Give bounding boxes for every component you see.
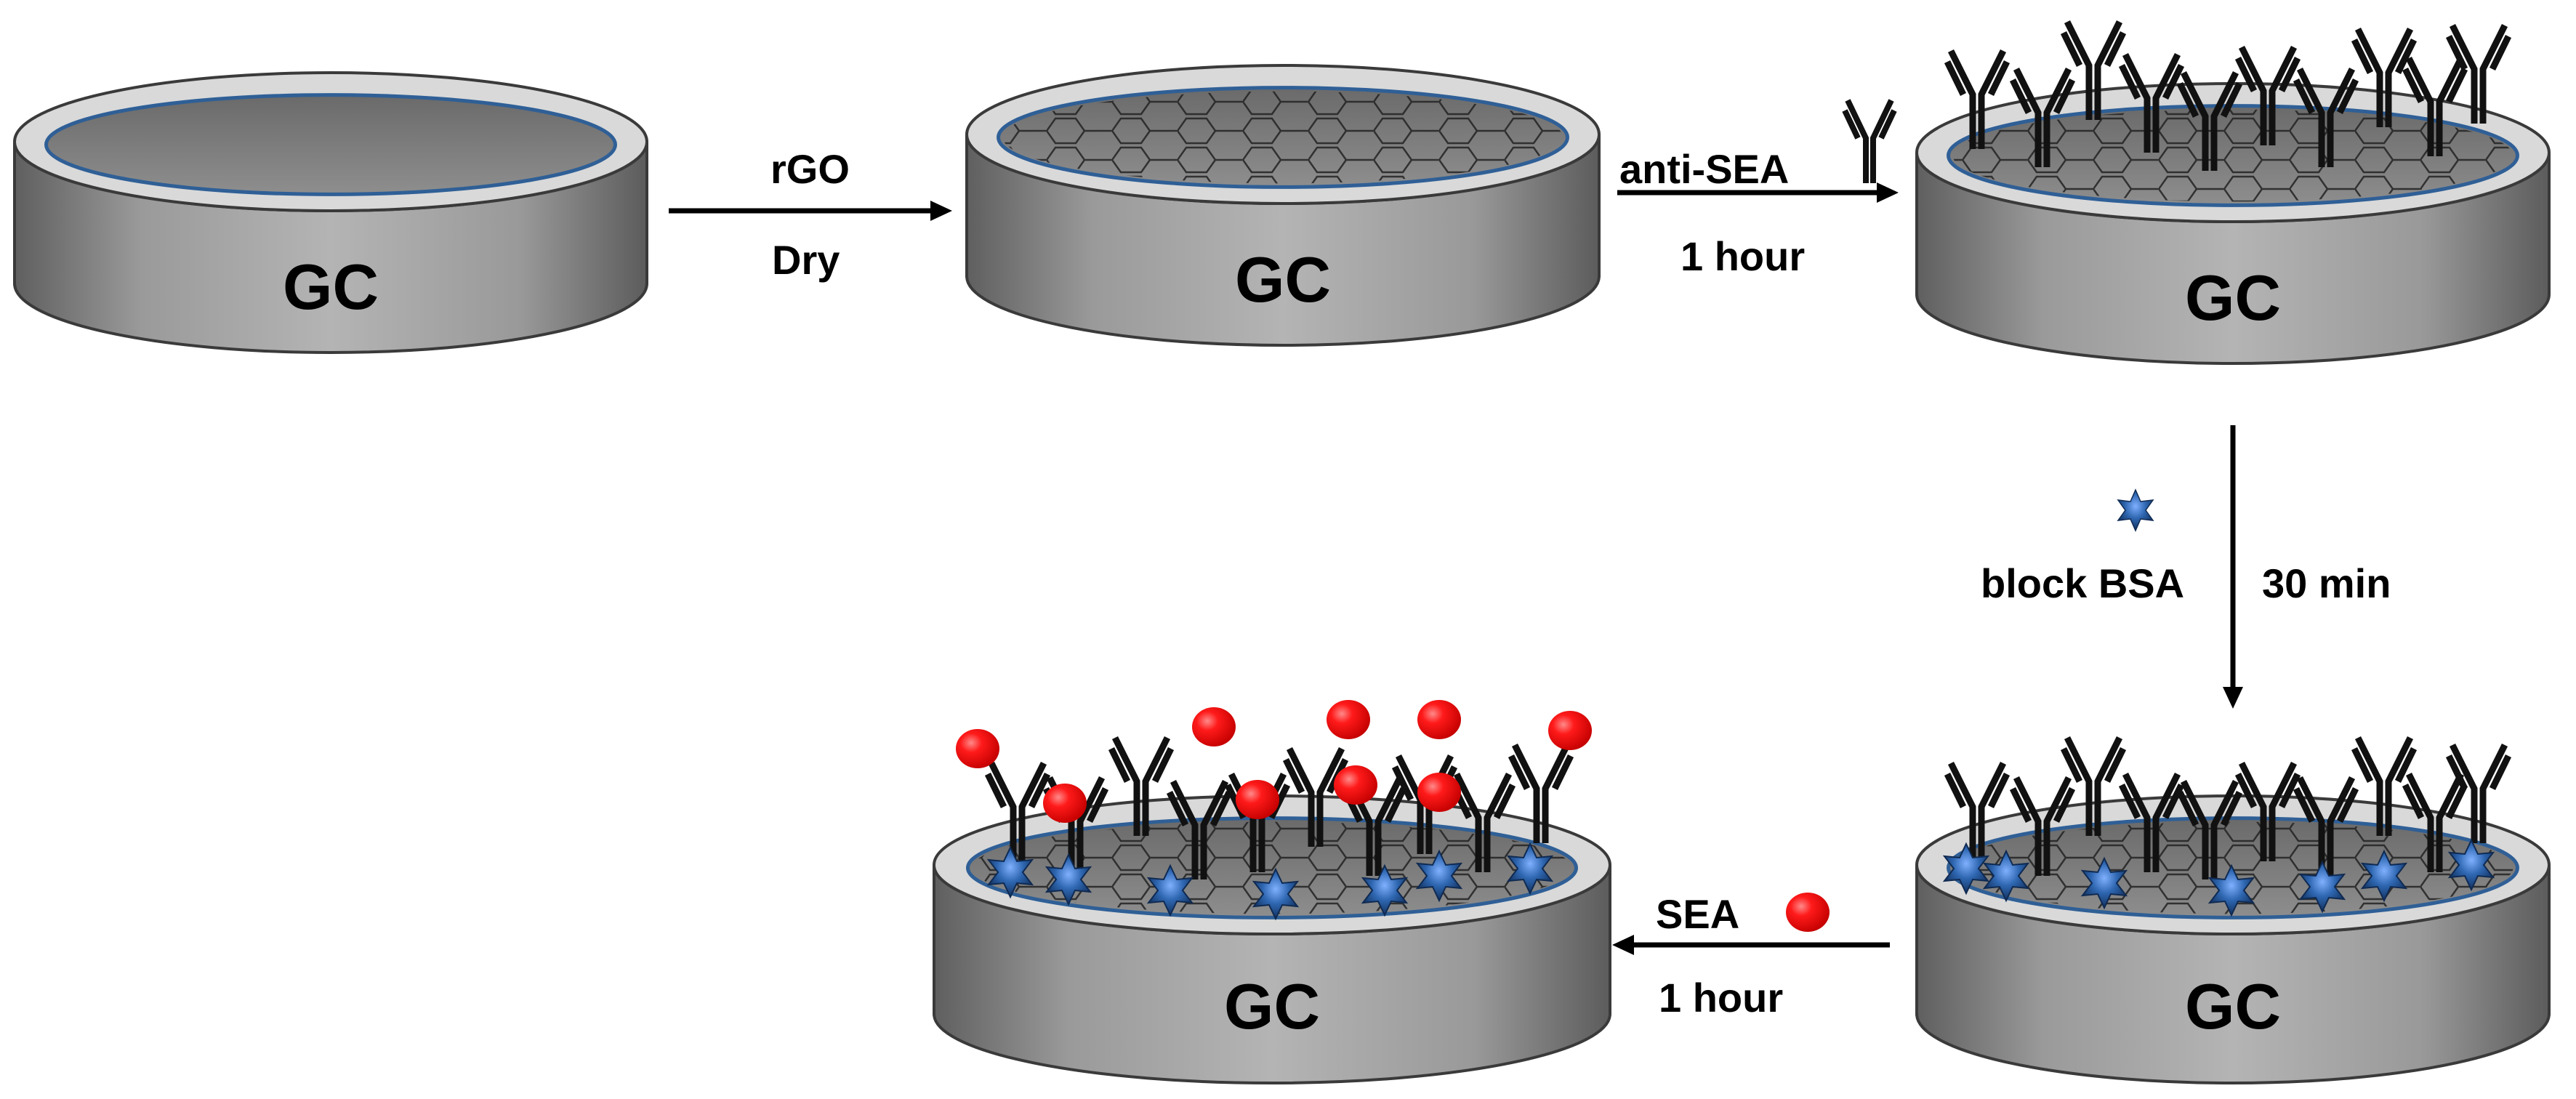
antibody-e5-6 <box>2293 776 2359 876</box>
antibody-e5-1 <box>2009 776 2076 876</box>
bsa-star-icon <box>2117 489 2154 531</box>
antibody-e3-5 <box>2234 45 2301 145</box>
antibody-e5-8 <box>2402 772 2468 872</box>
electrode-4 <box>933 794 1611 1084</box>
antibody-e3-6 <box>2293 67 2359 167</box>
molecules-layer <box>956 20 2512 921</box>
antibody-e5-4 <box>2176 779 2243 879</box>
bsa-star-e4-6 <box>1506 842 1554 895</box>
electrode-1-label: GC <box>283 251 379 323</box>
antibody-e4-0 <box>984 761 1051 861</box>
antibody-e3-3 <box>2118 52 2185 153</box>
bsa-star-e5-3 <box>2207 864 2255 917</box>
electrode-4-label: GC <box>1224 970 1320 1042</box>
step-rgo-label: rGO <box>770 146 850 192</box>
step-sea-time: 1 hour <box>1659 975 1784 1020</box>
step-dry-label: Dry <box>772 237 840 283</box>
sea-ball-e4-3 <box>1236 780 1279 819</box>
antibody-e5-5 <box>2234 761 2301 861</box>
electrode-2-graphene <box>1002 91 1563 184</box>
antibody-e3-2 <box>2060 20 2127 120</box>
bsa-star-e5-1 <box>1982 849 2030 903</box>
sea-ball-icon <box>1786 893 1830 932</box>
electrode-1 <box>13 71 648 354</box>
sea-ball-e4-6 <box>1417 700 1461 739</box>
antibody-e5-0 <box>1944 761 2011 861</box>
antibody-e3-8 <box>2402 56 2468 156</box>
antibody-e4-6 <box>1340 776 1407 876</box>
arrow-block-bsa <box>2223 425 2243 709</box>
electrodes-layer <box>13 64 2551 1084</box>
bsa-star-e4-5 <box>1415 849 1463 903</box>
bsa-star-e5-2 <box>2080 856 2128 910</box>
sea-ball-e4-2 <box>1192 707 1236 746</box>
bsa-star-e4-1 <box>1045 853 1092 906</box>
bsa-star-e5-4 <box>2298 860 2346 914</box>
antibody-e4-8 <box>1449 772 1516 872</box>
sea-ball-e4-0 <box>956 729 999 768</box>
step-sea-label: SEA <box>1656 891 1740 937</box>
bsa-star-e5-0 <box>1942 842 1990 895</box>
antibody-e3-7 <box>2351 27 2418 127</box>
bsa-star-e4-4 <box>1361 864 1409 917</box>
step-anti-sea-label: anti-SEA <box>1619 146 1790 192</box>
bsa-star-e5-6 <box>2447 838 2495 892</box>
arrow-rgo <box>669 201 952 221</box>
sea-ball-e4-1 <box>1043 784 1087 823</box>
antibody-icon <box>1845 100 1894 183</box>
antibody-e4-2 <box>1108 736 1175 836</box>
sea-ball-e4-4 <box>1327 700 1370 739</box>
step-anti-sea-time: 1 hour <box>1681 233 1806 279</box>
bsa-star-e4-0 <box>986 845 1034 899</box>
bsa-star-e4-3 <box>1252 867 1300 921</box>
bsa-star-e5-5 <box>2360 849 2408 903</box>
electrode-2 <box>965 64 1601 347</box>
antibody-e5-9 <box>2445 743 2512 843</box>
electrode-2-label: GC <box>1235 243 1331 315</box>
antibody-e4-9 <box>1508 743 1574 843</box>
antibody-e5-3 <box>2118 772 2185 872</box>
antibody-e5-2 <box>2060 736 2127 836</box>
antibody-e5-7 <box>2351 736 2418 836</box>
antibody-e3-9 <box>2445 23 2512 124</box>
arrow-anti-sea <box>1617 182 1899 203</box>
electrode-5-label: GC <box>2185 970 2281 1042</box>
step-bsa-time: 30 min <box>2262 560 2391 606</box>
antibody-e4-3 <box>1166 779 1233 879</box>
sea-ball-e4-5 <box>1334 765 1377 805</box>
sea-ball-e4-7 <box>1417 773 1461 812</box>
antibody-e3-4 <box>2176 71 2243 171</box>
arrow-sea <box>1612 935 1890 955</box>
antibody-e3-0 <box>1944 49 2011 149</box>
antibody-e3-1 <box>2009 67 2076 167</box>
bsa-star-e4-2 <box>1146 864 1194 917</box>
sea-ball-e4-8 <box>1548 711 1592 750</box>
electrode-1-surface <box>44 93 617 196</box>
antibody-e4-5 <box>1282 746 1349 847</box>
step-bsa-label: block BSA <box>1981 560 2185 606</box>
electrode-3-label: GC <box>2185 262 2281 334</box>
